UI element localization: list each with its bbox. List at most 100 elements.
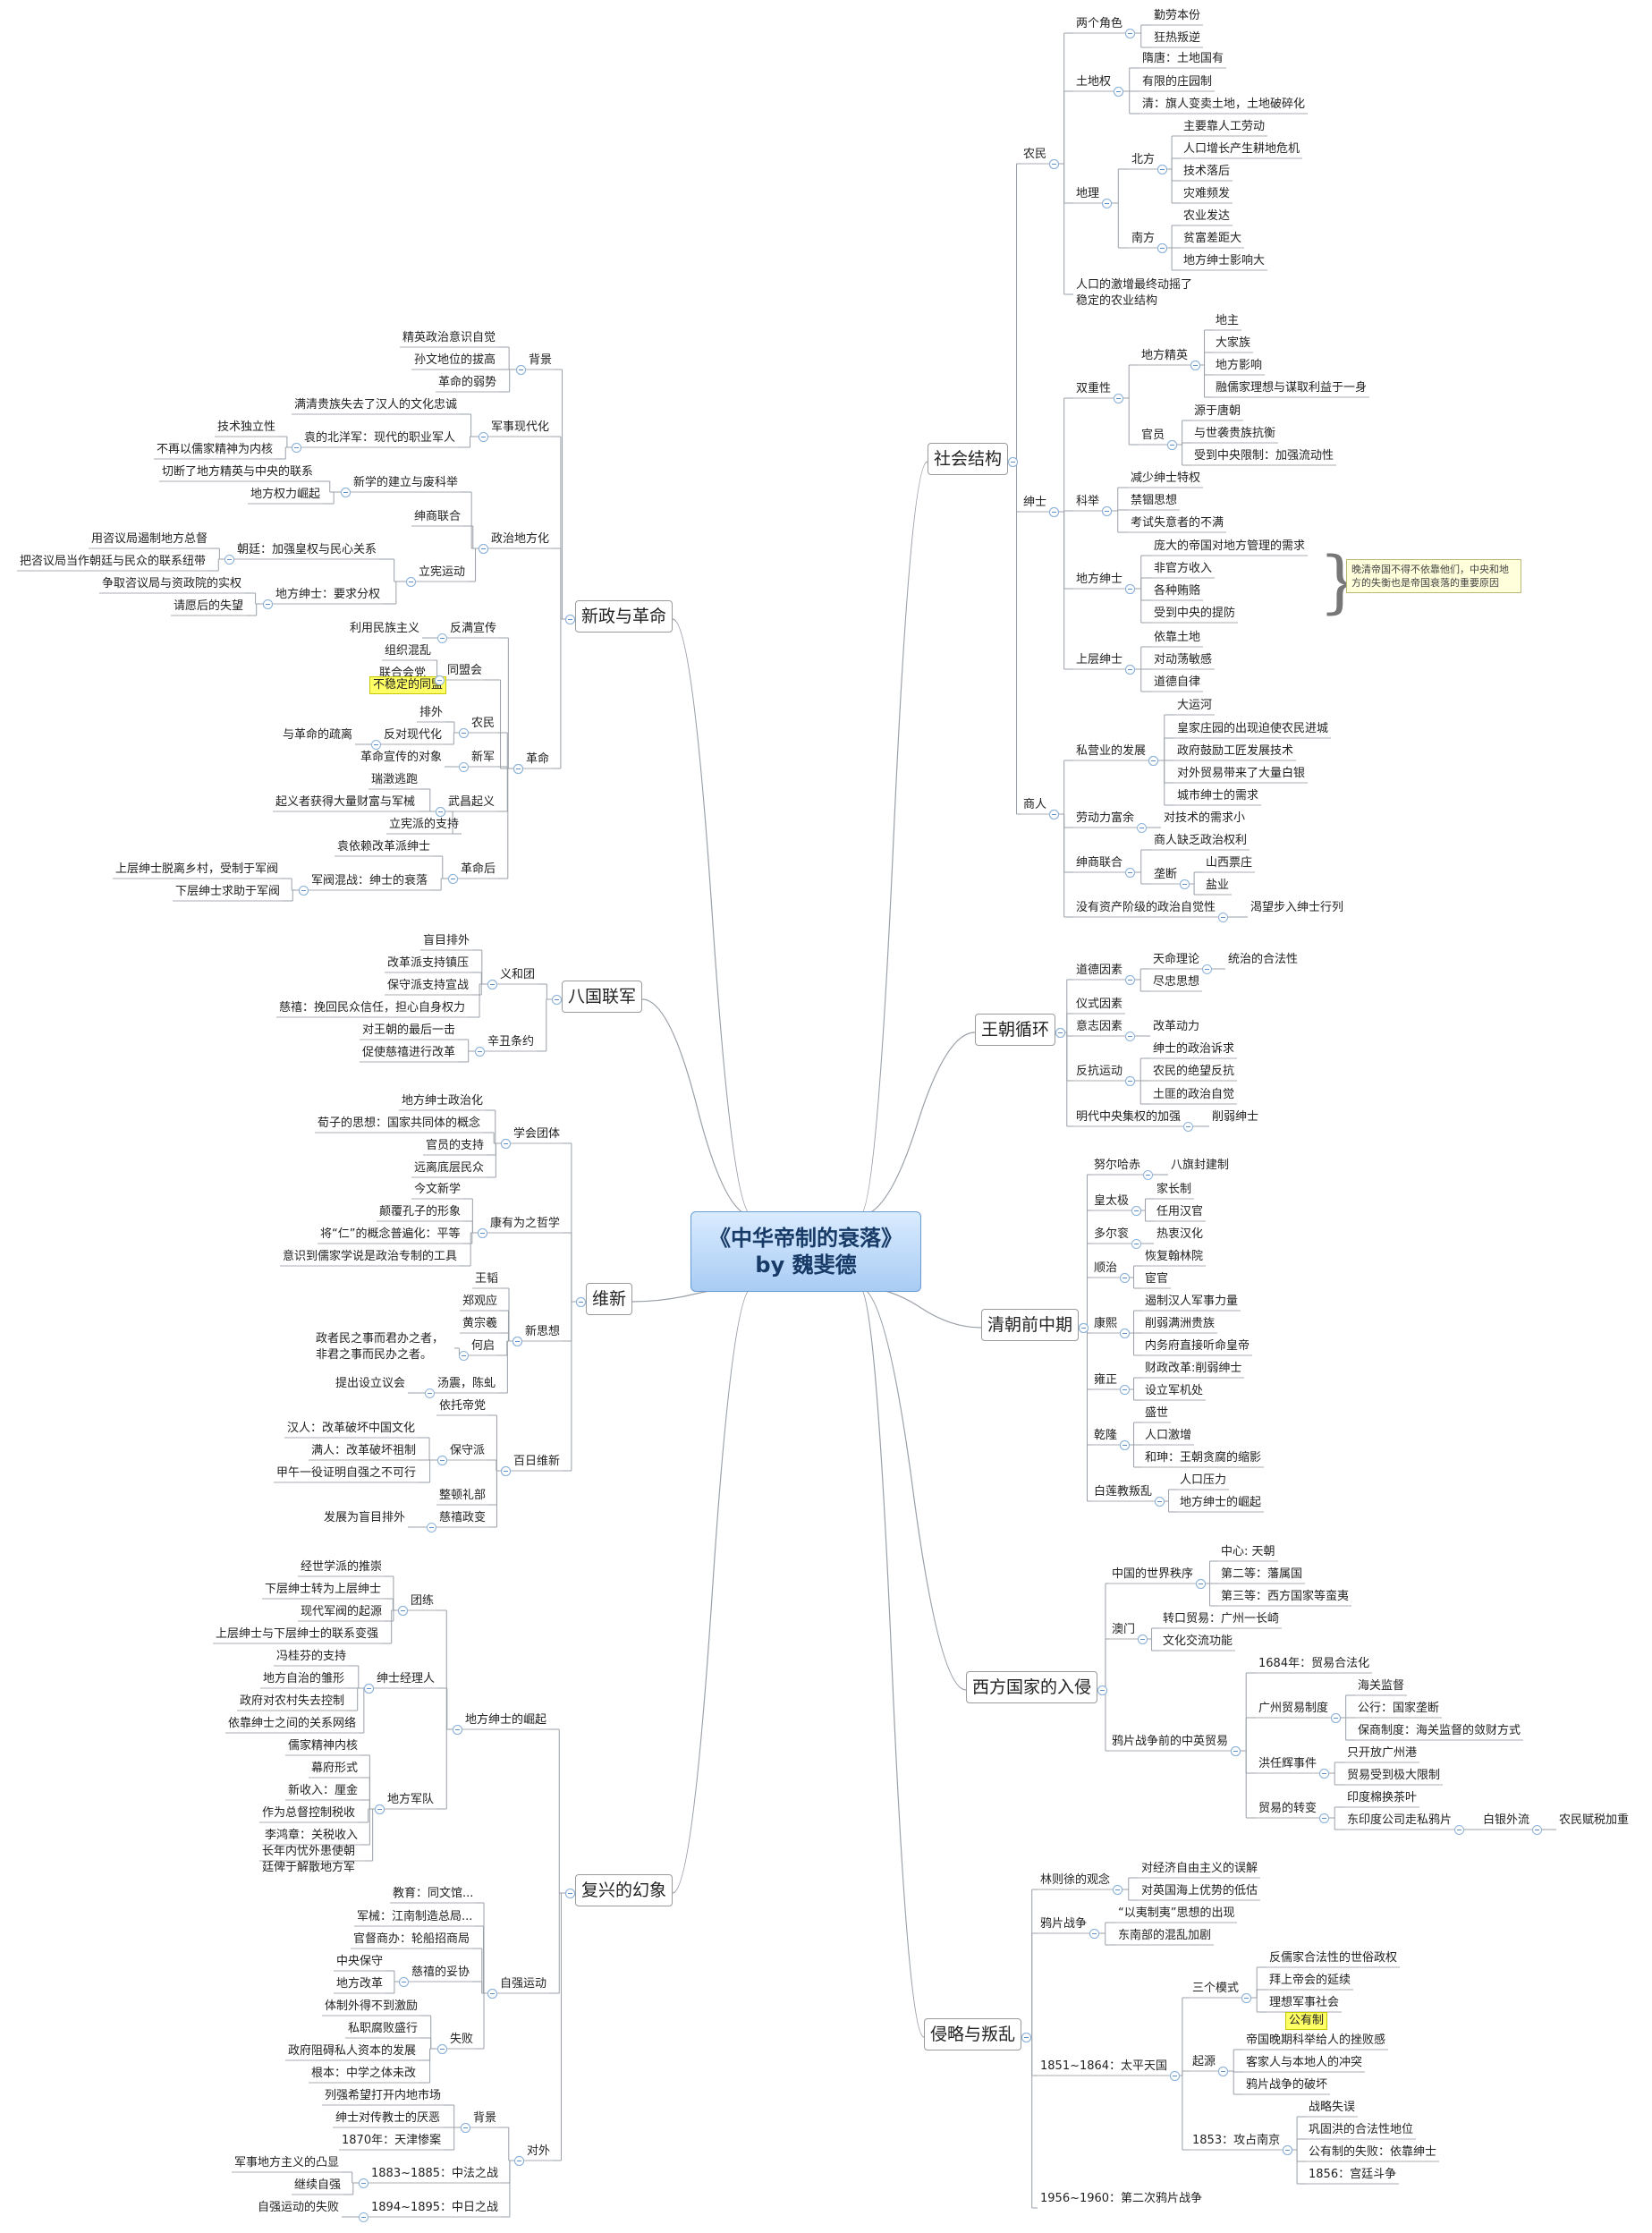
collapse-toggle-icon[interactable]	[375, 1804, 385, 1814]
collapse-toggle-icon[interactable]	[425, 1388, 435, 1398]
collapse-toggle-icon[interactable]	[516, 365, 526, 375]
node-leaf[interactable]: 慈禧：挽回民众信任，担心自身权力	[279, 1001, 466, 1015]
node-leaf[interactable]: 幕府形式	[311, 1762, 359, 1775]
node-leaf[interactable]: 中心: 天朝	[1221, 1545, 1275, 1558]
node-leaf[interactable]: 用咨议局遏制地方总督	[91, 532, 208, 546]
node-leaf[interactable]: 下层绅士求助于军阀	[175, 885, 281, 898]
node-leaf[interactable]: 王韬	[475, 1272, 499, 1286]
node-new-thought[interactable]: 新思想	[525, 1325, 561, 1338]
node-leaf[interactable]: 公行：国家垄断	[1358, 1702, 1440, 1715]
node-leaf[interactable]: 依托帝党	[439, 1399, 487, 1413]
node-boxers[interactable]: 义和团	[500, 968, 536, 981]
collapse-toggle-icon[interactable]	[513, 1337, 522, 1346]
node-leaf[interactable]: 削弱绅士	[1212, 1110, 1259, 1124]
collapse-toggle-icon[interactable]	[1180, 879, 1190, 889]
branch-reform-movement[interactable]: 维新	[586, 1283, 633, 1315]
node-leaf[interactable]: 长年内忧外患使朝廷俾于解散地方军	[262, 1845, 356, 1874]
node-he-qi[interactable]: 何启	[471, 1339, 496, 1353]
collapse-toggle-icon[interactable]	[359, 2212, 369, 2222]
node-leaf[interactable]: 绅士的政治诉求	[1153, 1042, 1235, 1056]
collapse-toggle-icon[interactable]	[1157, 243, 1167, 253]
node-macau[interactable]: 澳门	[1112, 1623, 1136, 1636]
node-leaf[interactable]: 客家人与本地人的冲突	[1246, 2056, 1363, 2069]
node-leaf[interactable]: 人口激增	[1145, 1429, 1192, 1442]
node-opium-war[interactable]: 鸦片战争	[1040, 1917, 1088, 1931]
collapse-toggle-icon[interactable]	[398, 1606, 408, 1616]
node-leaf[interactable]: 大运河	[1177, 699, 1213, 712]
node-leaf[interactable]: 1856：宫廷斗争	[1309, 2168, 1397, 2181]
node-leaf[interactable]: 反儒家合法性的世俗政权	[1269, 1951, 1398, 1965]
node-leaf[interactable]: 理想军事社会	[1269, 1996, 1340, 2009]
node-yongzheng[interactable]: 雍正	[1094, 1373, 1118, 1387]
node-leaf[interactable]: 排外	[419, 706, 444, 719]
branch-social-structure[interactable]: 社会结构	[928, 443, 1009, 475]
collapse-toggle-icon[interactable]	[1120, 1385, 1130, 1395]
collapse-toggle-icon[interactable]	[1114, 87, 1123, 97]
node-leaf[interactable]: 荀子的思想：国家共同体的概念	[318, 1116, 481, 1130]
collapse-toggle-icon[interactable]	[371, 740, 381, 750]
collapse-toggle-icon[interactable]	[292, 443, 301, 453]
collapse-toggle-icon[interactable]	[1125, 29, 1135, 38]
node-leaf[interactable]: 政者民之事而君办之者，非君之事而民办之者。	[316, 1332, 445, 1362]
node-leaf[interactable]: 农民的绝望反抗	[1153, 1065, 1235, 1078]
node-leaf[interactable]: 农业发达	[1183, 209, 1231, 223]
node-peasants[interactable]: 农民	[1023, 148, 1047, 161]
collapse-toggle-icon[interactable]	[513, 764, 523, 774]
node-local-demand[interactable]: 地方绅士：要求分权	[275, 588, 381, 601]
collapse-toggle-icon[interactable]	[1319, 1769, 1329, 1779]
node-tang-zhen[interactable]: 汤震，陈虬	[437, 1377, 496, 1390]
node-north[interactable]: 北方	[1131, 153, 1156, 166]
collapse-toggle-icon[interactable]	[1125, 1076, 1135, 1086]
collapse-toggle-icon[interactable]	[487, 980, 497, 989]
collapse-toggle-icon[interactable]	[1155, 1497, 1165, 1507]
node-leaf[interactable]: 起义者获得大量财富与军械	[275, 795, 416, 809]
collapse-toggle-icon[interactable]	[1125, 868, 1135, 878]
node-taiping[interactable]: 1851~1864：太平天国	[1040, 2059, 1168, 2073]
node-leaf[interactable]: 对动荡敏感	[1154, 653, 1213, 667]
collapse-toggle-icon[interactable]	[514, 2156, 524, 2166]
node-post-revolution[interactable]: 革命后	[461, 862, 496, 876]
collapse-toggle-icon[interactable]	[1113, 1885, 1123, 1895]
node-leaf[interactable]: 对外贸易带来了大量白银	[1177, 767, 1306, 780]
node-leaf[interactable]: 巩固洪的合法性地位	[1309, 2123, 1414, 2136]
collapse-toggle-icon[interactable]	[1021, 2033, 1031, 2042]
node-leaf[interactable]: 官员的支持	[426, 1139, 485, 1152]
collapse-toggle-icon[interactable]	[1148, 756, 1158, 766]
node-leaf[interactable]: 依靠土地	[1154, 631, 1201, 644]
collapse-toggle-icon[interactable]	[1125, 665, 1135, 675]
node-gentry[interactable]: 绅士	[1023, 496, 1047, 509]
collapse-toggle-icon[interactable]	[1120, 1273, 1130, 1283]
node-leaf[interactable]: 贸易受到极大限制	[1347, 1769, 1441, 1782]
node-leaf[interactable]: 家长制	[1156, 1183, 1192, 1196]
node-leaf[interactable]: 绅商联合	[414, 510, 462, 523]
node-leaf[interactable]: 袁依赖改革派绅士	[337, 840, 431, 853]
node-sino-japanese-war[interactable]: 1894~1895：中日之战	[371, 2201, 499, 2214]
node-leaf[interactable]: 有限的庄园制	[1142, 75, 1213, 89]
node-leaf[interactable]: 城市绅士的需求	[1177, 789, 1259, 802]
node-leaf[interactable]: 技术落后	[1183, 165, 1231, 178]
node-coup[interactable]: 慈禧政变	[439, 1511, 487, 1524]
collapse-toggle-icon[interactable]	[475, 1047, 485, 1057]
node-leaf[interactable]: 源于唐朝	[1194, 404, 1241, 418]
node-trade-shift[interactable]: 贸易的转变	[1258, 1802, 1317, 1815]
collapse-toggle-icon[interactable]	[448, 874, 458, 884]
collapse-toggle-icon[interactable]	[1102, 506, 1112, 516]
node-monopoly[interactable]: 垄断	[1154, 868, 1178, 881]
node-leaf[interactable]: 儒家精神内核	[288, 1739, 359, 1753]
collapse-toggle-icon[interactable]	[1241, 1993, 1251, 2003]
collapse-toggle-icon[interactable]	[1102, 199, 1112, 208]
node-leaf[interactable]: 山西票庄	[1206, 856, 1253, 870]
node-population[interactable]: 人口的激增最终动摇了稳定的农业结构	[1076, 278, 1193, 308]
node-south[interactable]: 南方	[1131, 232, 1156, 245]
node-leaf[interactable]: 商人缺乏政治权利	[1154, 834, 1248, 847]
node-foreign-affairs[interactable]: 对外	[527, 2144, 551, 2158]
collapse-toggle-icon[interactable]	[399, 1977, 409, 1987]
node-leaf[interactable]: 新收入：厘金	[288, 1784, 359, 1797]
node-leaf[interactable]: 地方自治的雏形	[263, 1672, 345, 1685]
node-leaf[interactable]: 官督商办：轮船招商局	[353, 1932, 470, 1946]
node-leaf[interactable]: 灾难频发	[1183, 187, 1231, 200]
collapse-toggle-icon[interactable]	[1143, 1170, 1153, 1180]
collapse-toggle-icon[interactable]	[1331, 1713, 1341, 1723]
node-leaf[interactable]: 热衷汉化	[1156, 1227, 1204, 1241]
collapse-toggle-icon[interactable]	[1196, 1579, 1206, 1589]
